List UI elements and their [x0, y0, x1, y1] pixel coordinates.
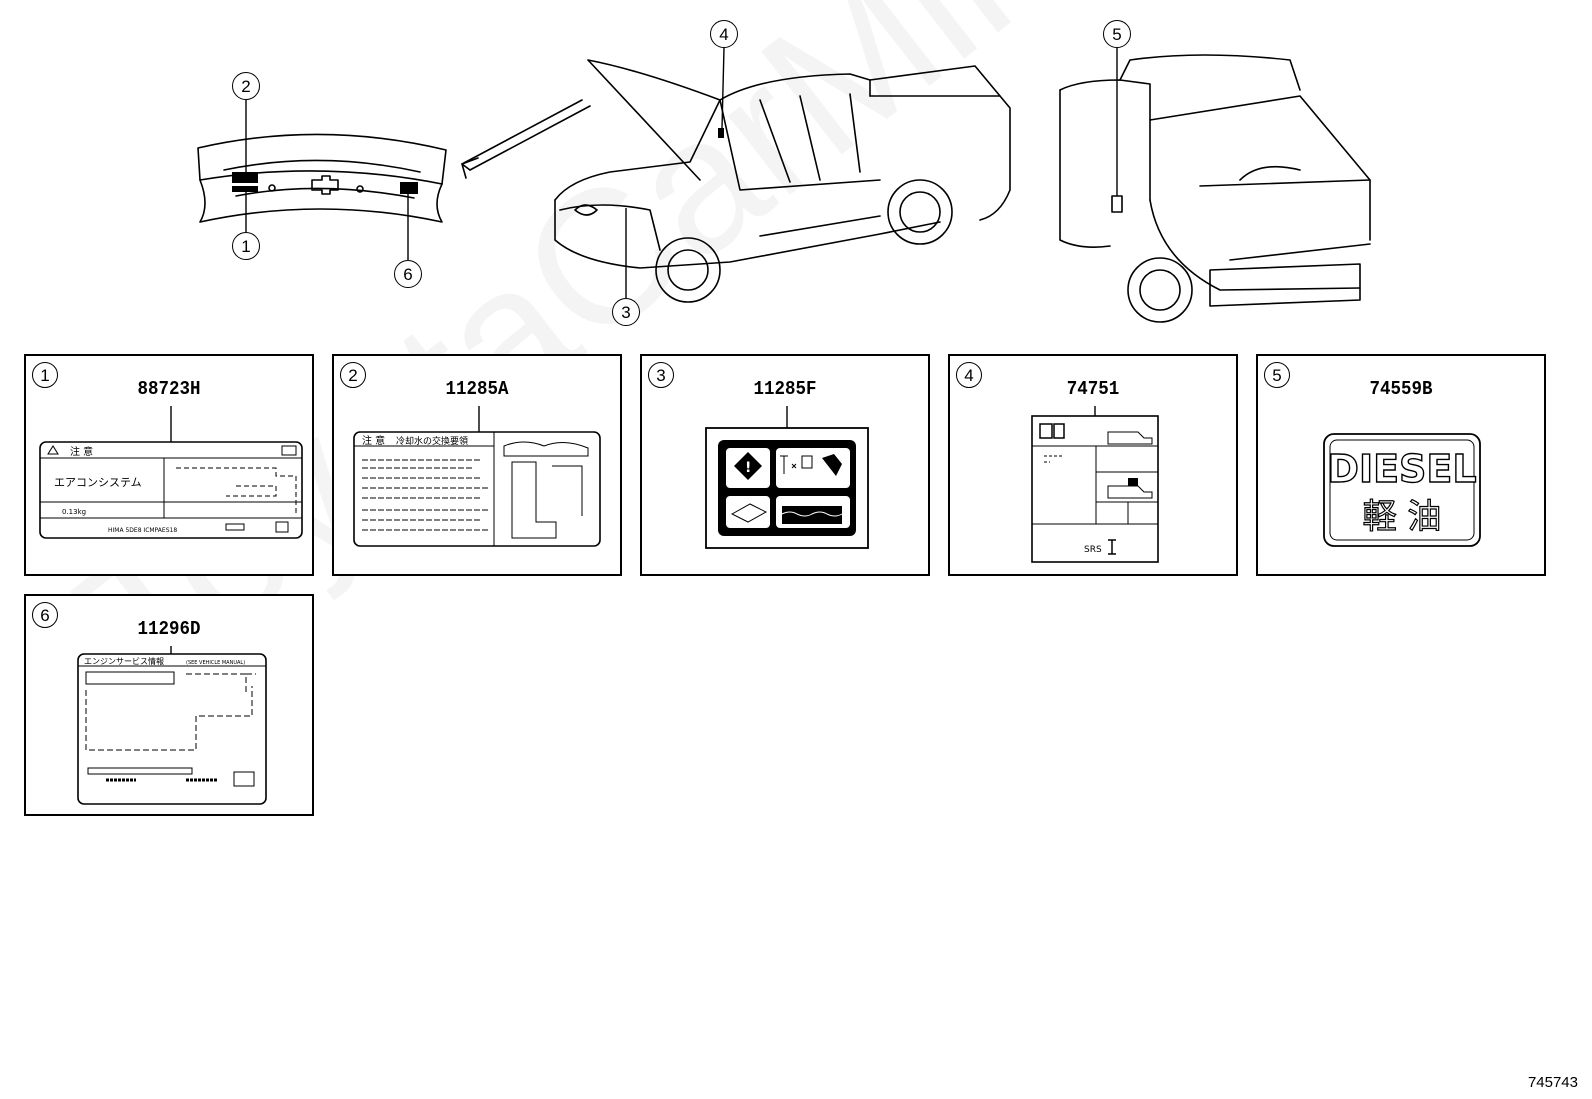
panel-number: 3 — [648, 362, 674, 388]
panel-88723H: 1 88723H 注 意 エアコンシステム 0.13kg HIMA 5DE8 I… — [24, 354, 314, 576]
label-marker-6 — [400, 182, 418, 194]
diesel-text: DIESEL — [1327, 447, 1476, 491]
engine-service-heading: エンジンサービス情報 — [84, 656, 164, 666]
label-marker-2 — [232, 172, 258, 183]
panel-number: 5 — [1264, 362, 1290, 388]
label-illustration: SRS — [1031, 406, 1159, 563]
vehicle-illustrations — [197, 47, 1371, 323]
part-number: 88723H — [137, 378, 201, 400]
part-number: 11285F — [753, 378, 817, 400]
panel-number: 4 — [956, 362, 982, 388]
part-number: 74751 — [1066, 378, 1120, 400]
callout-3: 3 — [612, 298, 640, 326]
pointer-arrow — [469, 105, 591, 171]
footer-text: HIMA 5DE8 ICMPAES18 — [108, 527, 177, 534]
system-text: エアコンシステム — [54, 476, 142, 489]
heading-text: 冷却水の交換要領 — [396, 435, 468, 447]
panel-11285F: 3 11285F ! — [640, 354, 930, 576]
panel-11285A: 2 11285A 注 意 冷却水の交換要領 — [332, 354, 622, 576]
callout-5: 5 — [1103, 20, 1131, 48]
hood-underside-drawing — [197, 133, 447, 223]
panel-11296D: 6 11296D エンジンサービス情報 (SEE VEHICLE MANUAL) — [24, 594, 314, 816]
callout-6: 6 — [394, 260, 422, 288]
panel-number: 1 — [32, 362, 58, 388]
panel-number: 6 — [32, 602, 58, 628]
label-illustration: 注 意 エアコンシステム 0.13kg HIMA 5DE8 ICMPAES18 — [39, 406, 303, 539]
part-number: 74559B — [1369, 378, 1433, 400]
callout-1: 1 — [232, 232, 260, 260]
label-illustration: DIESEL 軽 油 — [1323, 433, 1481, 547]
panel-74751: 4 74751 SRS — [948, 354, 1238, 576]
label-illustration: 注 意 冷却水の交換要領 — [353, 406, 601, 547]
caution-text: 注 意 — [70, 445, 93, 458]
jp-diesel-text: 軽 油 — [1363, 497, 1442, 537]
charge-text: 0.13kg — [62, 508, 86, 516]
panel-74559B: 5 74559B DIESEL 軽 油 — [1256, 354, 1546, 576]
heading-note: (SEE VEHICLE MANUAL) — [186, 660, 245, 666]
caution-text: 注 意 — [362, 434, 385, 447]
callout-4: 4 — [710, 20, 738, 48]
label-marker-4 — [718, 128, 724, 138]
truck-rear-drawing — [1059, 54, 1371, 323]
panel-number: 2 — [340, 362, 366, 388]
truck-front-drawing — [554, 59, 1011, 303]
label-marker-1 — [232, 186, 258, 192]
callout-2: 2 — [232, 72, 260, 100]
label-illustration: エンジンサービス情報 (SEE VEHICLE MANUAL) — [77, 646, 267, 805]
part-number: 11285A — [445, 378, 509, 400]
label-illustration: ! — [705, 406, 869, 549]
srs-text: SRS — [1084, 545, 1102, 555]
svg-text:!: ! — [745, 460, 751, 476]
part-number: 11296D — [137, 618, 201, 640]
reference-number: 745743 — [1527, 1074, 1578, 1091]
